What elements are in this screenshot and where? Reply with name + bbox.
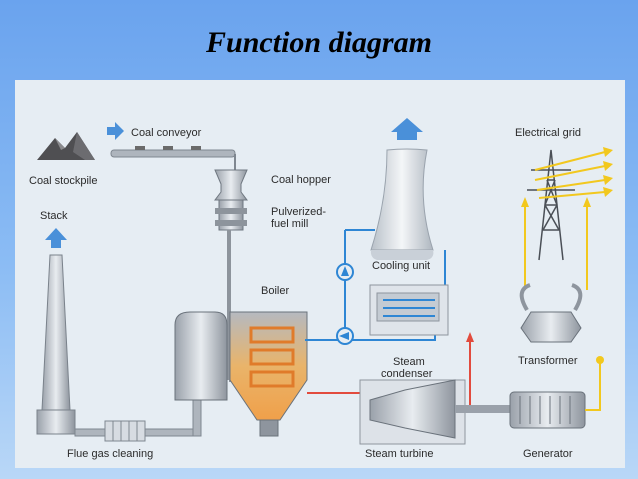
conveyor-arrow-icon: [107, 122, 124, 140]
grid-lines: [534, 151, 606, 199]
cooling-unit: [370, 148, 434, 260]
flue-gas-cleaning: [74, 399, 202, 442]
transformer: [519, 283, 583, 343]
grid-arrow-icon: [603, 147, 613, 197]
label-generator: Generator: [523, 448, 573, 460]
power-arrow-icon: [521, 197, 604, 364]
boiler: [174, 311, 308, 437]
steam-condenser: [369, 284, 449, 336]
label-cooling-unit: Cooling unit: [372, 260, 431, 272]
power-plant-diagram: [36, 118, 613, 445]
slide-title: Function diagram: [206, 26, 432, 59]
label-coal-conveyor: Coal conveyor: [131, 127, 202, 139]
coal-stockpile: [37, 132, 95, 160]
label-steam-turbine: Steam turbine: [365, 448, 434, 460]
label-steam-condenser-2: condenser: [381, 368, 433, 380]
label-steam-condenser-1: Steam: [393, 356, 425, 368]
cooling-arrow-icon: [391, 118, 423, 140]
label-electrical-grid: Electrical grid: [515, 127, 582, 139]
label-transformer: Transformer: [518, 355, 578, 367]
coal-conveyor: [110, 146, 236, 170]
stack-arrow-icon: [45, 228, 67, 248]
label-pulverized-fuel-mill-1: Pulverized-: [271, 206, 327, 218]
power-lines: [524, 200, 601, 411]
pump-icon: [336, 263, 354, 345]
label-stack: Stack: [40, 210, 68, 222]
label-boiler: Boiler: [261, 285, 290, 297]
label-pulverized-fuel-mill-2: fuel mill: [271, 218, 309, 230]
label-flue-gas-cleaning: Flue gas cleaning: [67, 448, 154, 460]
electrical-grid-pylon: [527, 149, 575, 261]
steam-turbine: [359, 379, 515, 445]
generator: [509, 391, 586, 429]
diagram-panel: Coal conveyor Coal stockpile Coal hopper…: [15, 80, 625, 468]
label-coal-hopper: Coal hopper: [271, 174, 331, 186]
label-coal-stockpile: Coal stockpile: [29, 175, 98, 187]
stack: [36, 254, 76, 435]
